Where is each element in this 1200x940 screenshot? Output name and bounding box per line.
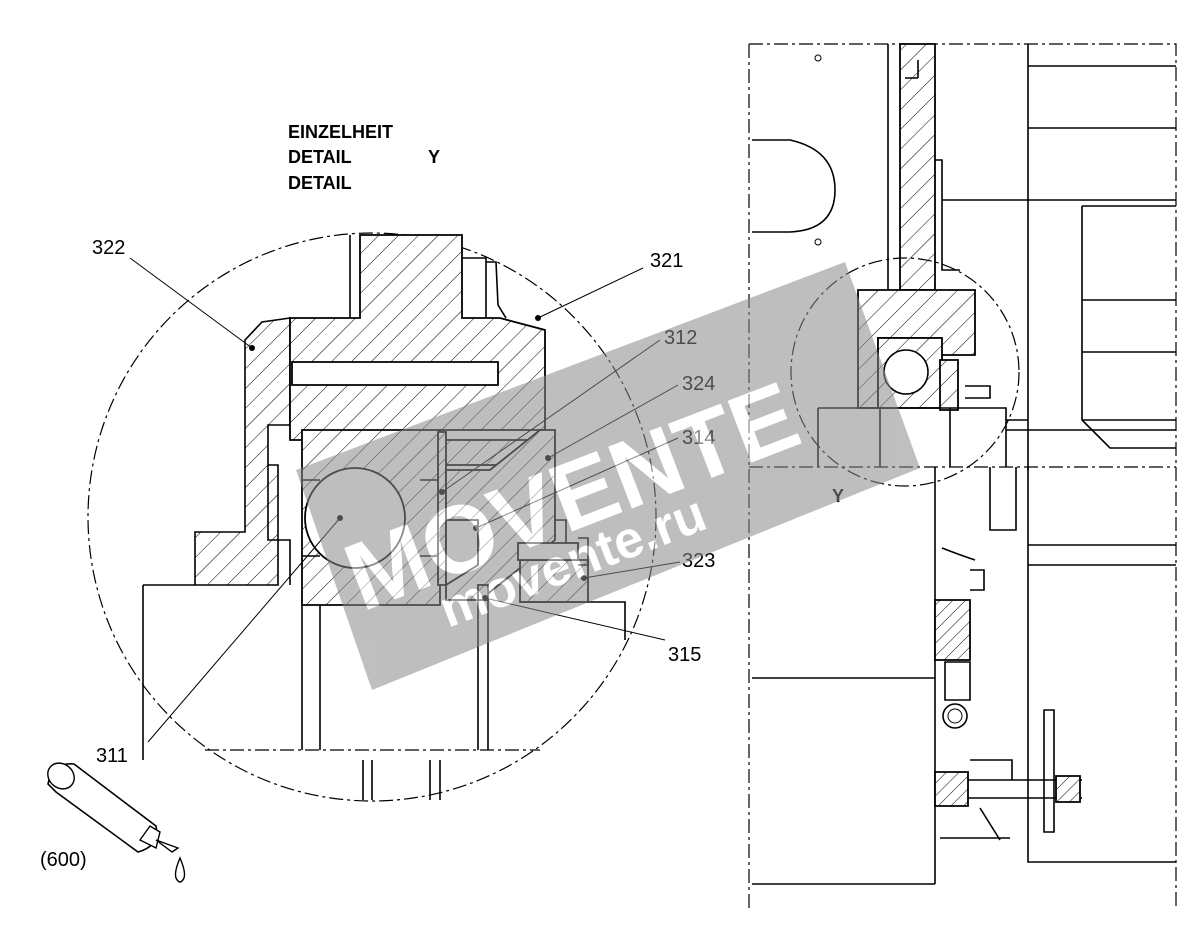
base-housing [142,584,195,760]
label-315: 315 [668,644,701,666]
label-600: (600) [40,849,87,871]
heading-line-3: DETAIL [288,173,352,193]
lubricant-tube-icon [47,762,186,883]
overview-view: Y [748,43,1177,910]
label-321: 321 [650,250,683,272]
heading-line-2: DETAIL [288,147,352,167]
heading-view-letter: Y [428,147,440,167]
shaft [301,590,626,750]
leader-321 [537,267,644,319]
heading-line-1: EINZELHEIT [288,122,393,142]
leader-322 [129,257,253,349]
label-311: 311 [96,745,128,767]
label-322: 322 [92,237,125,259]
leader-311 [147,517,341,743]
